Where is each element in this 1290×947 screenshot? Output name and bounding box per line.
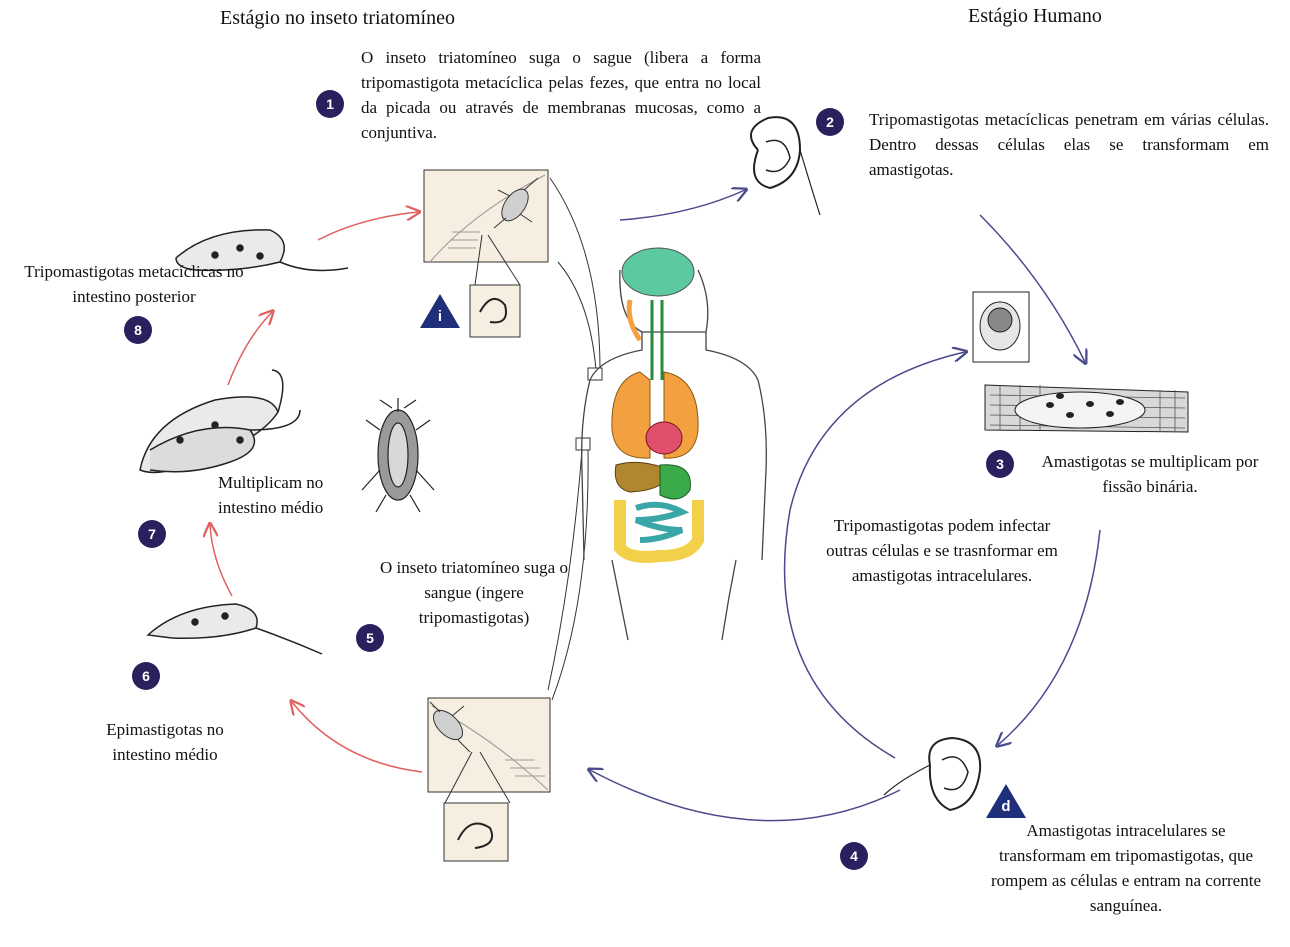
left-lung (612, 372, 650, 458)
step-5-text: O inseto triatomíneo suga o sangue (inge… (374, 555, 574, 630)
infective-stage-letter: i (420, 308, 460, 325)
step-2-text: Tripomastigotas metacíclicas penetram em… (869, 107, 1269, 182)
step-2-badge: 2 (816, 108, 844, 136)
human-body (582, 248, 767, 640)
step-7-badge: 7 (138, 520, 166, 548)
trachea (652, 300, 662, 380)
skin-marker (588, 368, 602, 380)
arrow-7-to-8 (228, 312, 272, 385)
step-8-badge: 8 (124, 316, 152, 344)
stomach (660, 465, 690, 499)
arrow-5-to-6 (292, 702, 422, 772)
muscle-tissue-infected (985, 385, 1188, 432)
step-4-text: Amastigotas intracelulares se transforma… (990, 818, 1262, 918)
arrow-6-to-7 (210, 525, 232, 596)
step-3-text: Amastigotas se multiplicam por fissão bi… (1030, 449, 1270, 499)
trypomastigote-stage-4 (884, 738, 980, 810)
small-intestine (636, 505, 682, 540)
brain (622, 248, 694, 296)
bite-panel-top (424, 170, 548, 262)
triatomine-bug-icon (362, 398, 434, 512)
step-1-text: O inseto triatomíneo suga o sague (liber… (361, 45, 761, 145)
step-3-badge: 3 (986, 450, 1014, 478)
heart (646, 422, 682, 454)
dividing-epimastigotes-stage-7 (140, 370, 300, 472)
infective-stage-marker: i (420, 294, 460, 328)
amastigote-cell-inset (973, 292, 1029, 362)
step-1-badge: 1 (316, 90, 344, 118)
step-4-badge: 4 (840, 842, 868, 870)
diagnostic-stage-letter: d (986, 798, 1026, 815)
step-8-text: Tripomastigotas metacíclicas no intestin… (6, 259, 262, 309)
human-stage-heading: Estágio Humano (968, 4, 1102, 29)
diagnostic-stage-marker: d (986, 784, 1026, 818)
step-6-text: Epimastigotas no intestino médio (80, 717, 250, 767)
step-7-text: Multiplicam no intestino médio (218, 470, 368, 520)
arrow-8-to-1 (318, 212, 418, 240)
epimastigote-stage-6 (148, 604, 322, 654)
trypomastigote-stage-2 (751, 117, 820, 215)
bite-panel-bottom (428, 698, 550, 792)
step-6-badge: 6 (132, 662, 160, 690)
esophagus (629, 300, 640, 340)
insect-stage-heading: Estágio no inseto triatomíneo (220, 6, 455, 31)
arrow-1-to-2 (620, 190, 745, 220)
reinfection-note: Tripomastigotas podem infectar outras cé… (822, 513, 1062, 588)
skin-marker (576, 438, 590, 450)
arrow-4-to-5 (590, 770, 900, 821)
